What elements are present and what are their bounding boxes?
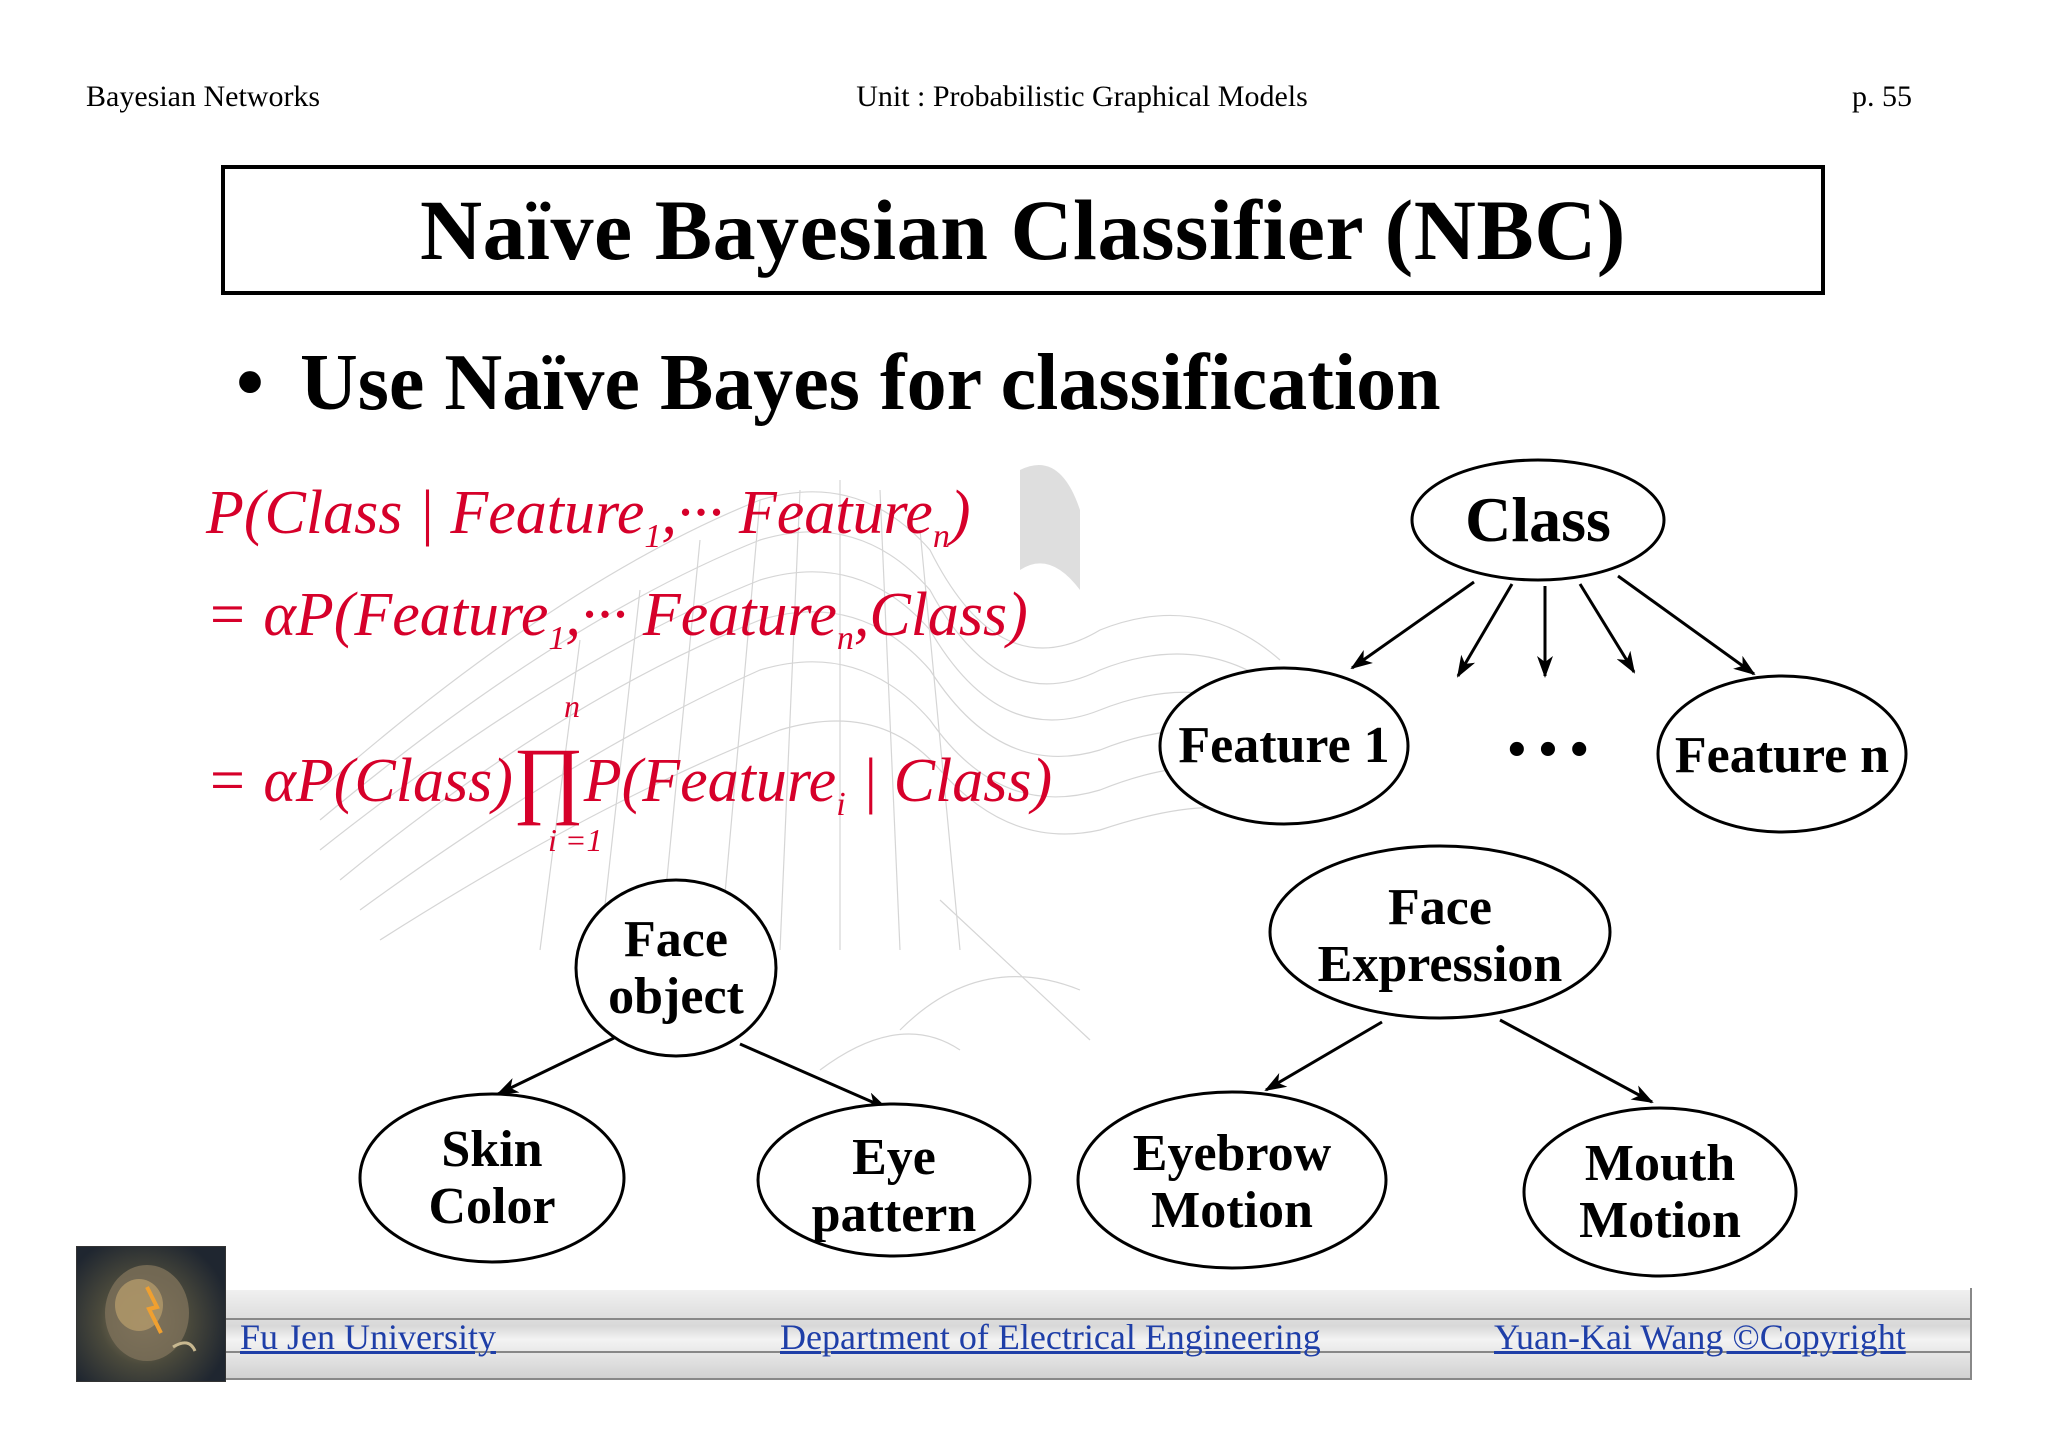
eq2-part-b: ,··· Feature <box>565 581 837 649</box>
edge-class-featuren <box>1617 574 1756 676</box>
node-face-expression-label: Face Expression <box>1280 868 1600 1004</box>
eq1-part-a: P(Class | Feature <box>206 479 645 547</box>
node-eye-pattern-label: Eye pattern <box>776 1118 1012 1254</box>
eq2-part-c: ,Class) <box>853 581 1028 649</box>
equation-line-1: P(Class | Feature1,··· Featuren) <box>206 478 970 556</box>
node-featuren-shape <box>1656 674 1908 834</box>
node-face-object-shape <box>574 878 778 1058</box>
ellipsis-dots: • • • <box>1507 721 1589 779</box>
footer-right-edge <box>1970 1288 1972 1380</box>
eq3-sub-i: i <box>836 786 846 823</box>
edge-face-eye <box>739 1042 888 1110</box>
mouth-motion-line2: Motion <box>1579 1192 1741 1249</box>
face-object-line1: Face <box>624 910 728 968</box>
eq3-part-b: P(Feature <box>583 747 837 815</box>
node-class-label: Class <box>1465 483 1611 555</box>
node-face-expression-shape <box>1268 844 1612 1020</box>
product-upper-limit: n <box>564 688 580 724</box>
node-feature1-shape <box>1158 666 1410 826</box>
eye-pattern-line1: Eye <box>852 1128 936 1186</box>
edge-class-dot3 <box>1578 583 1636 674</box>
node-class-shape <box>1410 458 1666 582</box>
edge-expression-eyebrow <box>1264 1020 1383 1092</box>
eyebrow-motion-line2: Motion <box>1151 1182 1313 1239</box>
eq2-sub-n: n <box>836 620 854 657</box>
eq1-sub-1: 1 <box>644 518 662 555</box>
edge-class-dot1 <box>1456 583 1514 678</box>
edge-class-feature1 <box>1350 580 1475 670</box>
eq3-part-c: | Class) <box>845 747 1053 815</box>
footer-department-link[interactable]: Department of Electrical Engineering <box>780 1317 1321 1357</box>
eq1-part-b: ,··· Feature <box>661 479 933 547</box>
edge-expression-mouth <box>1499 1018 1654 1104</box>
eq2-sub-1: 1 <box>548 620 566 657</box>
equation-line-2: = αP(Feature1,··· Featuren,Class) <box>206 580 1028 658</box>
footer-university-link[interactable]: Fu Jen University <box>240 1317 496 1357</box>
eq2-part-a: = αP(Feature <box>206 581 549 649</box>
bullet-item: • Use Naïve Bayes for classification <box>236 338 1441 429</box>
header-course: Bayesian Networks <box>86 80 321 113</box>
node-eyebrow-motion-shape <box>1076 1090 1388 1270</box>
eye-pattern-line2: pattern <box>811 1186 977 1243</box>
header-page-number: p. 55 <box>1852 80 1912 113</box>
bullet-text: Use Naïve Bayes for classification <box>300 339 1441 427</box>
head-xray-icon <box>105 1265 197 1361</box>
footer-rule-middle <box>224 1351 1972 1353</box>
eyebrow-motion-line1: Eyebrow <box>1132 1124 1332 1182</box>
title-box: Naïve Bayesian Classifier (NBC) <box>221 165 1825 295</box>
footer-bar <box>224 1290 1972 1380</box>
node-skin-color-label: Skin Color <box>380 1110 604 1246</box>
university-logo-image <box>76 1246 226 1382</box>
footer-copyright-link[interactable]: Yuan-Kai Wang ©Copyright <box>1494 1317 1906 1357</box>
face-object-line2: object <box>608 968 744 1025</box>
node-eye-pattern-shape <box>756 1102 1032 1258</box>
mouth-motion-line1: Mouth <box>1584 1134 1736 1192</box>
header-unit: Unit : Probabilistic Graphical Models <box>856 80 1308 113</box>
product-lower-limit: i =1 <box>548 822 603 858</box>
background-surface-plot <box>319 465 1281 1071</box>
equation-line-3: = αP(Class)∏P(Featurei | Class) <box>206 728 1052 828</box>
skin-color-line1: Skin <box>441 1120 543 1178</box>
skin-color-line2: Color <box>428 1178 556 1235</box>
slide-title: Naïve Bayesian Classifier (NBC) <box>420 182 1626 278</box>
node-face-object-label: Face object <box>578 900 774 1036</box>
node-feature1-label: Feature 1 <box>1178 717 1390 775</box>
footer-rule-top <box>224 1318 1972 1320</box>
node-mouth-motion-shape <box>1522 1106 1798 1278</box>
footer-rule-bottom <box>224 1378 1972 1380</box>
face-expression-line2: Expression <box>1317 936 1563 993</box>
node-skin-color-shape <box>358 1092 626 1264</box>
eq1-sub-n: n <box>932 518 950 555</box>
node-mouth-motion-label: Mouth Motion <box>1534 1124 1786 1260</box>
bullet-dot: • <box>236 339 265 427</box>
product-symbol: ∏ <box>512 730 584 826</box>
edge-face-skin <box>496 1036 615 1096</box>
eq3-part-a: = αP(Class) <box>206 747 513 815</box>
face-expression-line1: Face <box>1388 878 1492 936</box>
node-featuren-label: Feature n <box>1674 727 1890 785</box>
eq1-part-c: ) <box>949 479 971 547</box>
node-eyebrow-motion-label: Eyebrow Motion <box>1090 1114 1374 1250</box>
